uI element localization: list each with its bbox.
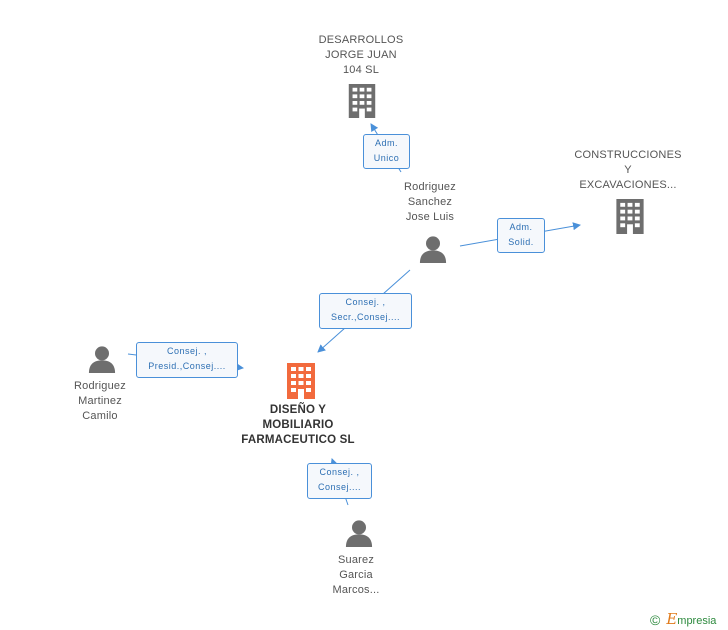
node-construcciones-line-3: EXCAVACIONES...: [579, 179, 677, 191]
edge-label-adm-solid-line-2: Solid.: [508, 237, 534, 247]
node-desarrollos-line-2: JORGE JUAN: [325, 49, 397, 61]
node-rodriguez-sanchez-line-2: Sanchez: [407, 196, 453, 208]
node-diseno-line-3: FARMACEUTICO SL: [241, 434, 355, 446]
node-desarrollos-line-3: 104 SL: [342, 64, 380, 76]
node-rodriguez-martinez-line-2: Martinez: [78, 395, 122, 407]
edge-label-adm-solid[interactable]: Adm. Solid.: [497, 218, 545, 253]
empresia-logo-initial: E: [666, 610, 678, 628]
edge-label-consej-presid-line-2: Presid.,Consej....: [148, 361, 226, 371]
node-rodriguez-sanchez-label[interactable]: Rodriguez Sanchez Jose Luis: [380, 180, 480, 225]
node-suarez-line-2: Garcia: [339, 569, 373, 581]
edge-label-consej-secr[interactable]: Consej. , Secr.,Consej....: [319, 293, 412, 329]
node-rodriguez-sanchez-line-3: Jose Luis: [405, 211, 455, 223]
edge-label-adm-solid-line-1: Adm.: [509, 222, 533, 232]
node-desarrollos-line-1: DESARROLLOS: [318, 34, 404, 46]
node-construcciones-line-2: Y: [624, 164, 632, 176]
edge-label-consej-presid-line-1: Consej. ,: [166, 346, 208, 356]
node-rodriguez-sanchez-line-1: Rodriguez: [404, 181, 456, 193]
edge-label-adm-unico-line-2: Unico: [373, 153, 400, 163]
edge-label-consej-secr-line-1: Consej. ,: [345, 297, 386, 307]
empresia-logo-text: mpresia: [677, 615, 717, 627]
desarrollos-building-icon[interactable]: [348, 84, 376, 118]
node-construcciones-label[interactable]: CONSTRUCCIONES Y EXCAVACIONES...: [566, 148, 690, 193]
node-suarez-line-1: Suarez: [337, 554, 375, 566]
empresia-brand: © Empresia: [650, 610, 716, 628]
rodriguez-martinez-person-icon[interactable]: [88, 346, 116, 373]
node-diseno-label[interactable]: DISEÑO Y MOBILIARIO FARMACEUTICO SL: [228, 403, 368, 448]
node-rodriguez-martinez-line-1: Rodriguez: [74, 380, 126, 392]
suarez-person-icon[interactable]: [345, 520, 373, 547]
node-desarrollos-label[interactable]: DESARROLLOS JORGE JUAN 104 SL: [300, 33, 422, 78]
copyright-symbol: ©: [650, 612, 661, 628]
node-diseno-line-1: DISEÑO Y: [269, 404, 327, 416]
node-rodriguez-martinez-label[interactable]: Rodriguez Martinez Camilo: [50, 379, 150, 424]
node-diseno-line-2: MOBILIARIO: [262, 419, 334, 431]
node-suarez-line-3: Marcos...: [332, 584, 380, 596]
node-suarez-label[interactable]: Suarez Garcia Marcos...: [306, 553, 406, 598]
edge-label-adm-unico-line-1: Adm.: [374, 138, 398, 148]
edge-label-consej-consej[interactable]: Consej. , Consej....: [307, 463, 372, 499]
edge-label-consej-consej-line-1: Consej. ,: [319, 467, 360, 477]
edge-label-consej-presid[interactable]: Consej. , Presid.,Consej....: [136, 342, 238, 378]
rodriguez-sanchez-person-icon[interactable]: [419, 236, 447, 263]
node-rodriguez-martinez-line-3: Camilo: [82, 410, 118, 422]
edge-label-adm-unico[interactable]: Adm. Unico: [363, 134, 410, 169]
edge-label-consej-consej-line-2: Consej....: [317, 482, 362, 492]
diseno-building-icon[interactable]: [287, 363, 315, 399]
construcciones-building-icon[interactable]: [616, 199, 644, 234]
node-construcciones-line-1: CONSTRUCCIONES: [574, 149, 682, 161]
edge-label-consej-secr-line-2: Secr.,Consej....: [330, 312, 401, 322]
